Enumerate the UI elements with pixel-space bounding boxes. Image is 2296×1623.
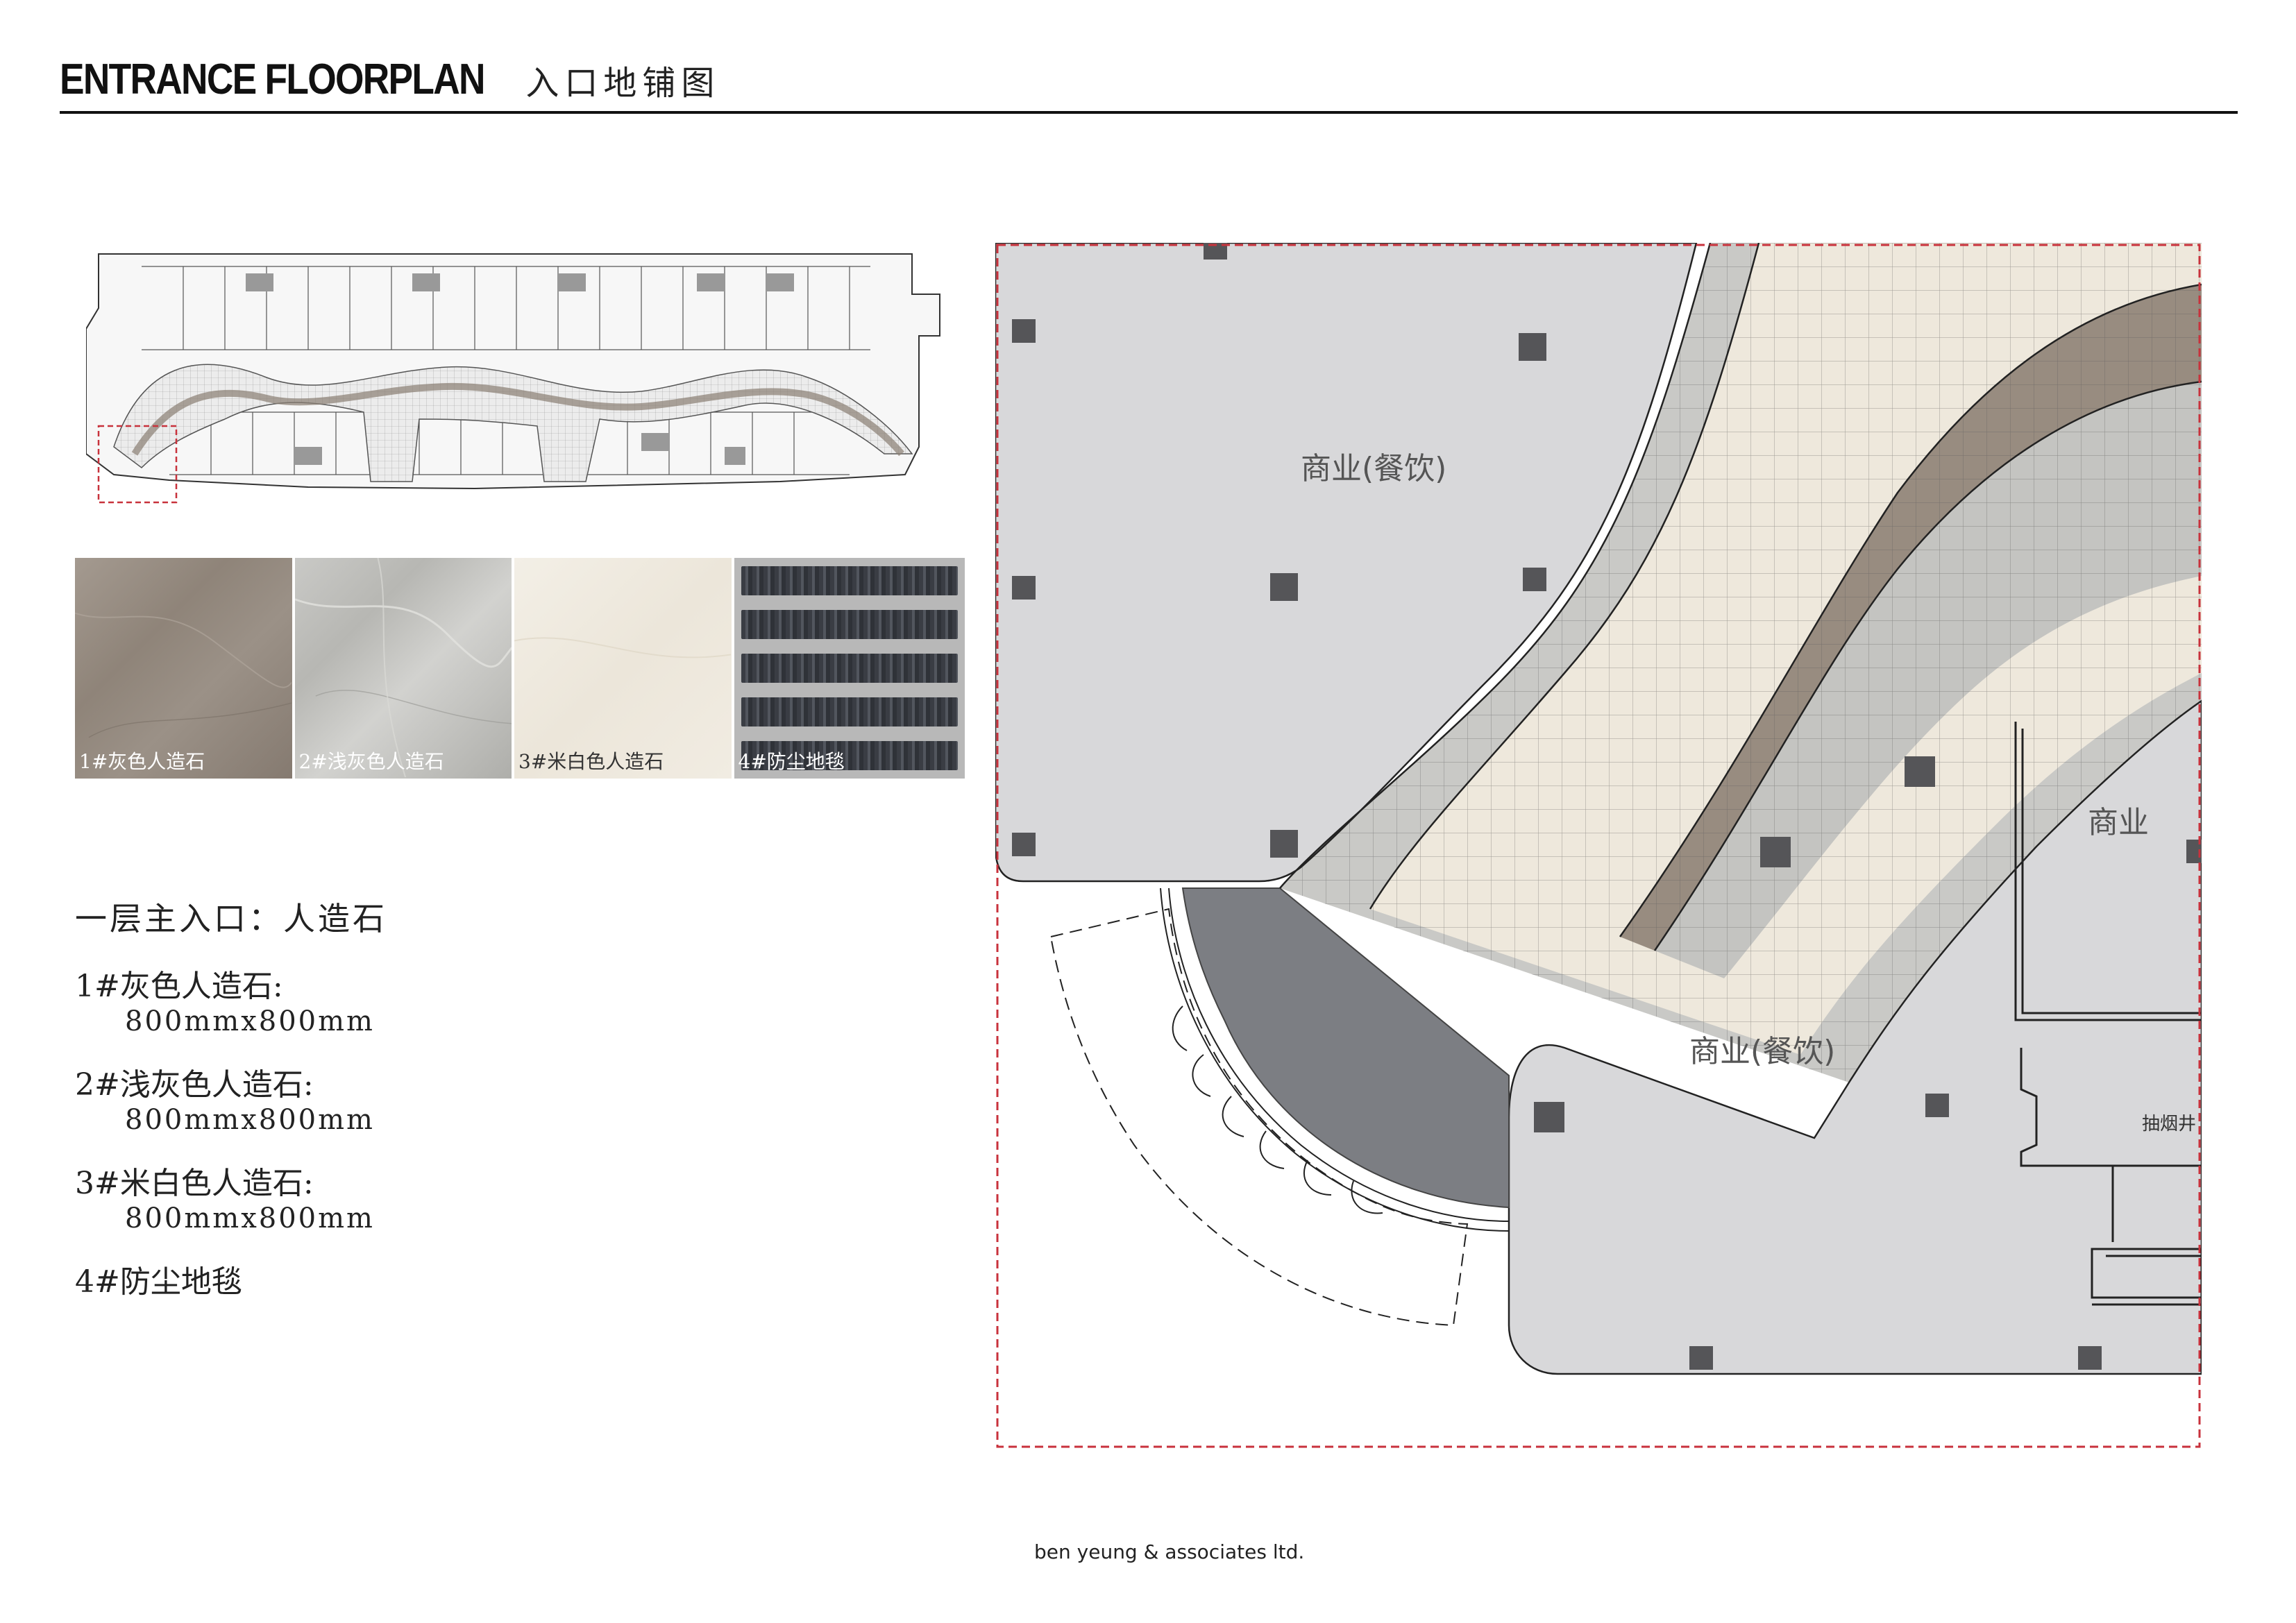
legend-item-name: 1#灰色人造石:	[75, 969, 283, 1004]
swatch-grey-stone: 1#灰色人造石	[75, 558, 292, 779]
page-title-en: ENTRANCE FLOORPLAN	[60, 56, 486, 103]
mat-strip	[741, 566, 958, 595]
entrance-plan-drawing: 商业(餐饮) 商业 商业(餐饮) 抽烟井	[995, 243, 2202, 1449]
swatch-label: 3#米白色人造石	[518, 750, 664, 773]
legend-item-name: 2#浅灰色人造石:	[75, 1067, 314, 1103]
legend-item: 2#浅灰色人造石: 800mmx800mm	[75, 1067, 700, 1137]
marble-vein	[294, 558, 512, 778]
header-divider	[60, 111, 2238, 114]
building-outline	[86, 253, 940, 490]
atrium-band	[131, 382, 904, 457]
zone-label-small: 抽烟井	[2142, 1114, 2196, 1135]
retail-block-top-left	[995, 243, 1698, 883]
page-title-cn: 入口地铺图	[525, 64, 720, 103]
mat-strip	[741, 741, 958, 770]
detail-frame	[996, 244, 2201, 1448]
zone-label-bottom: 商业(餐饮)	[1689, 1034, 1835, 1069]
entrance-doors	[1160, 887, 1510, 1232]
legend-heading: 一层主入口：人造石	[75, 900, 387, 937]
mat-strip	[741, 654, 958, 683]
legend-item: 3#米白色人造石: 800mmx800mm	[75, 1166, 700, 1235]
material-legend: 一层主入口：人造石 1#灰色人造石: 800mmx800mm 2#浅灰色人造石:…	[75, 894, 700, 1329]
legend-item: 1#灰色人造石: 800mmx800mm	[75, 969, 700, 1038]
marble-vein	[514, 637, 732, 658]
legend-item-name: 4#防尘地毯	[75, 1264, 242, 1300]
material-swatches: 1#灰色人造石 2#浅灰色人造石 3#米白色人造石 4#防尘地毯	[75, 558, 965, 779]
dust-mat-outline	[1181, 887, 1510, 1209]
structural-columns	[1012, 243, 2202, 1370]
key-plan	[86, 246, 948, 526]
swatch-dust-mat: 4#防尘地毯	[734, 558, 965, 779]
mat-strip	[741, 697, 958, 726]
zone-label-top-left: 商业(餐饮)	[1301, 451, 1446, 486]
legend-item: 4#防尘地毯	[75, 1264, 700, 1300]
entrance-highlight-box	[97, 425, 178, 504]
paving-curves	[1279, 243, 2202, 951]
swatch-light-grey-stone: 2#浅灰色人造石	[294, 558, 512, 779]
page-header: ENTRANCE FLOORPLAN 入口地铺图	[60, 49, 720, 104]
interior-walls	[2014, 722, 2202, 1374]
canopy-outline	[1049, 908, 1469, 1327]
swatch-label: 1#灰色人造石	[79, 750, 205, 773]
footer-credit: ben yeung & associates ltd.	[1034, 1540, 1305, 1563]
legend-item-size: 800mmx800mm	[125, 1104, 375, 1136]
dust-mat-area	[1183, 888, 1509, 1207]
swatch-label: 4#防尘地毯	[738, 750, 845, 773]
mat-strip	[741, 610, 958, 639]
zone-label-right: 商业	[2088, 805, 2149, 840]
legend-item-size: 800mmx800mm	[125, 1005, 375, 1037]
retail-block-bottom-right	[1508, 699, 2202, 1375]
legend-item-name: 3#米白色人造石:	[75, 1166, 314, 1201]
upper-shop-row	[142, 266, 870, 350]
marble-vein	[75, 612, 292, 738]
paving-tile-grid	[1280, 243, 2202, 1082]
entrance-detail-plan: 商业(餐饮) 商业 商业(餐饮) 抽烟井	[995, 243, 2202, 1449]
key-plan-drawing	[86, 253, 940, 504]
swatch-beige-stone: 3#米白色人造石	[514, 558, 732, 779]
legend-item-size: 800mmx800mm	[125, 1203, 375, 1234]
swatch-label: 2#浅灰色人造石	[298, 750, 444, 773]
